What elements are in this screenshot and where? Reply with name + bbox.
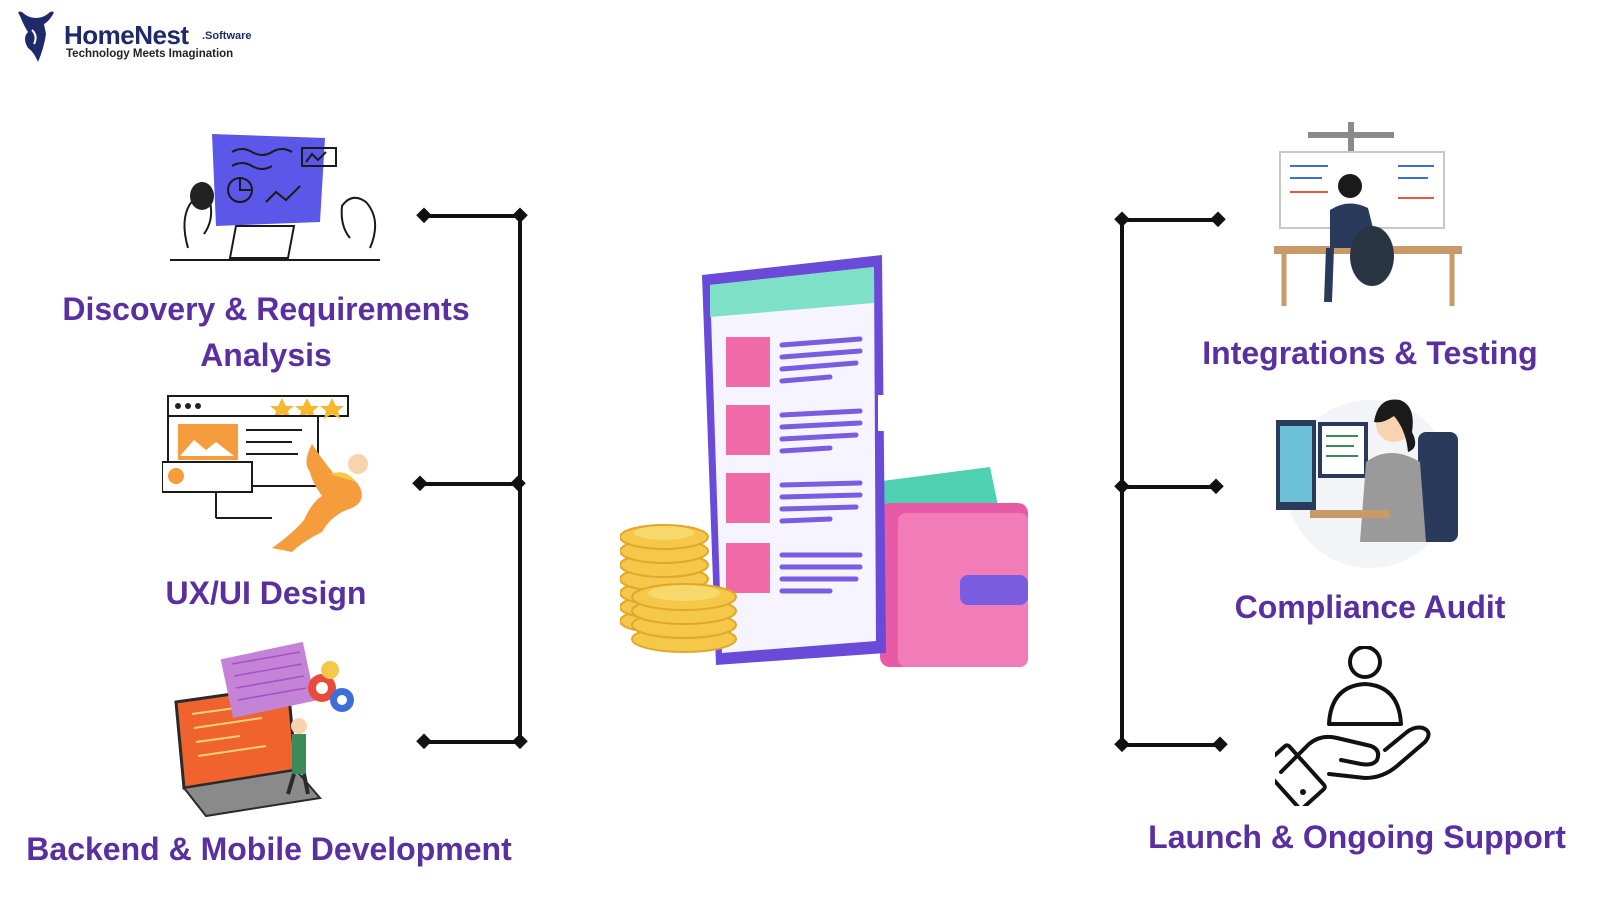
development-illustration [174,641,354,818]
step-development-label: Backend & Mobile Development [26,831,512,867]
testing-illustration [1274,122,1462,306]
brand-logo: HomeNest .Software Technology Meets Imag… [14,8,274,68]
support-hand-icon [1275,646,1431,806]
wallet [880,467,1028,667]
audit-illustration [1276,399,1458,568]
discovery-illustration [170,134,380,261]
step-discovery-label-line2: Analysis [200,337,332,373]
brand-tagline: Technology Meets Imagination [66,48,234,60]
step-testing-label: Integrations & Testing [1202,335,1538,371]
brand-name: HomeNest [64,20,189,50]
right-bracket-nodes [1114,211,1228,753]
coin-stacks [620,524,737,653]
mobile-wallet-illustration [620,255,1028,667]
step-discovery-label: Discovery & Requirements Analysis [36,286,496,378]
design-illustration [162,395,368,552]
bull-logo-icon [18,11,54,62]
step-audit-label: Compliance Audit [1234,589,1506,625]
brand-suffix: .Software [202,30,252,42]
phone-content [726,336,863,594]
step-design-label: UX/UI Design [165,575,367,611]
step-discovery-label-line1: Discovery & Requirements [62,291,470,327]
right-bracket [1120,218,1220,747]
step-support-label: Launch & Ongoing Support [1148,819,1566,855]
